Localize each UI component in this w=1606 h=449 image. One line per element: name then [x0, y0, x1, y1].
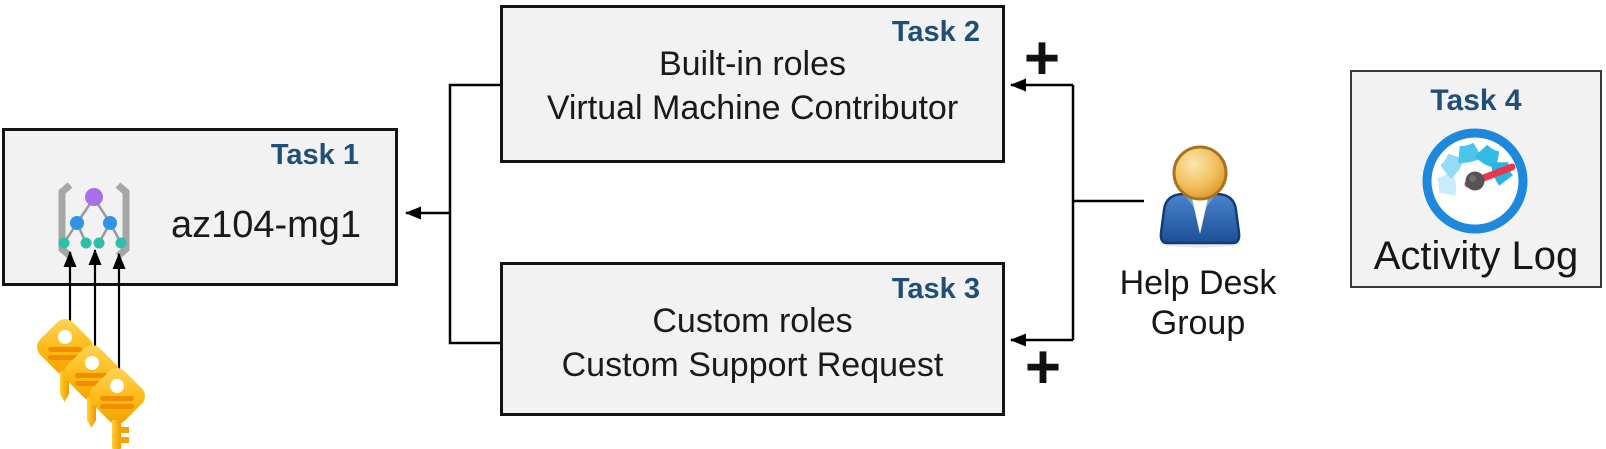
help-desk-user-icon: [1159, 145, 1241, 248]
tree-leaf-node: [93, 237, 105, 249]
tree-mid-node: [70, 216, 84, 230]
task4-label: Task 4: [1430, 84, 1522, 117]
task2-line2: Virtual Machine Contributor: [546, 89, 959, 127]
key-3: [89, 368, 145, 449]
person-collar: [1191, 194, 1209, 234]
bracket-connector: [405, 83, 500, 345]
task4-box: Task 4 Activity Log: [1350, 70, 1602, 288]
plus-sign-bottom: +: [1024, 332, 1062, 402]
task1-label: Task 1: [270, 139, 359, 171]
activity-log-caption: Activity Log: [1373, 234, 1579, 278]
helpdesk-label-line1: Help Desk: [1119, 264, 1277, 302]
key-1: [37, 319, 93, 402]
management-group-name: az104-mg1: [170, 204, 362, 246]
management-group-icon: [58, 182, 130, 259]
gauge-hub: [1465, 171, 1485, 191]
activity-log-gauge-icon: [1422, 128, 1528, 234]
task3-label: Task 3: [891, 273, 980, 305]
task3-line1: Custom roles: [652, 302, 853, 340]
tree-leaf-node: [58, 237, 70, 249]
helpdesk-label-line2: Group: [1150, 304, 1246, 342]
tree-root-node: [85, 188, 103, 206]
tree-leaf-node: [80, 237, 92, 249]
keys-icon: [37, 319, 145, 449]
task2-box: Task 2 Built-in roles Virtual Machine Co…: [500, 5, 1005, 163]
bracket-right: [115, 182, 130, 259]
person-head: [1172, 145, 1228, 201]
task3-line2: Custom Support Request: [561, 346, 944, 384]
bracket-line: [448, 83, 500, 345]
task2-label: Task 2: [891, 16, 980, 48]
key-2: [64, 345, 120, 428]
tree-mid-node: [103, 216, 117, 230]
task1-box: Task 1 az104-mg1: [2, 128, 398, 286]
gauge-hub-highlight: [1469, 175, 1476, 182]
task3-box: Task 3 Custom roles Custom Support Reque…: [500, 262, 1005, 416]
plus-sign-top: +: [1023, 23, 1061, 93]
task2-line1: Built-in roles: [658, 45, 847, 83]
helpdesk-group-label: Help Desk Group: [1078, 263, 1318, 343]
tree-leaf-node: [115, 237, 127, 249]
